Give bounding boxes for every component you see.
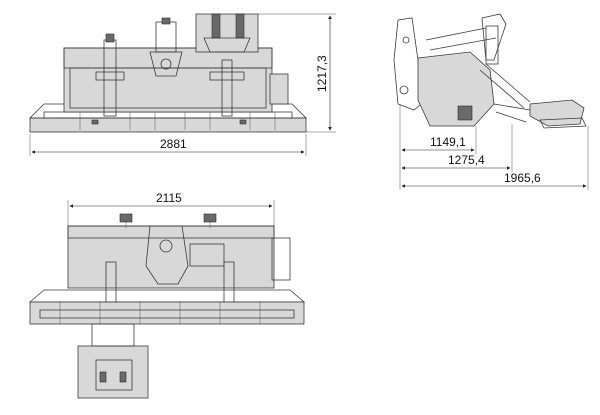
dim-side: 1149,1 1275,4 1965,6 bbox=[399, 104, 589, 190]
dim-front-height: 1217,3 bbox=[258, 13, 336, 133]
top-view bbox=[28, 213, 306, 399]
dim-side-2-label: 1275,4 bbox=[448, 153, 485, 167]
front-view bbox=[29, 13, 307, 133]
dim-side-3-label: 1965,6 bbox=[504, 171, 541, 185]
side-view bbox=[393, 13, 587, 129]
dim-front-width: 2881 bbox=[29, 134, 307, 156]
dim-top-width-label: 2115 bbox=[156, 191, 182, 205]
dim-front-height-label: 1217,3 bbox=[315, 55, 329, 92]
dim-top-width: 2115 bbox=[67, 191, 275, 226]
dim-front-width-label: 2881 bbox=[160, 137, 187, 151]
dim-side-1-label: 1149,1 bbox=[430, 135, 466, 149]
